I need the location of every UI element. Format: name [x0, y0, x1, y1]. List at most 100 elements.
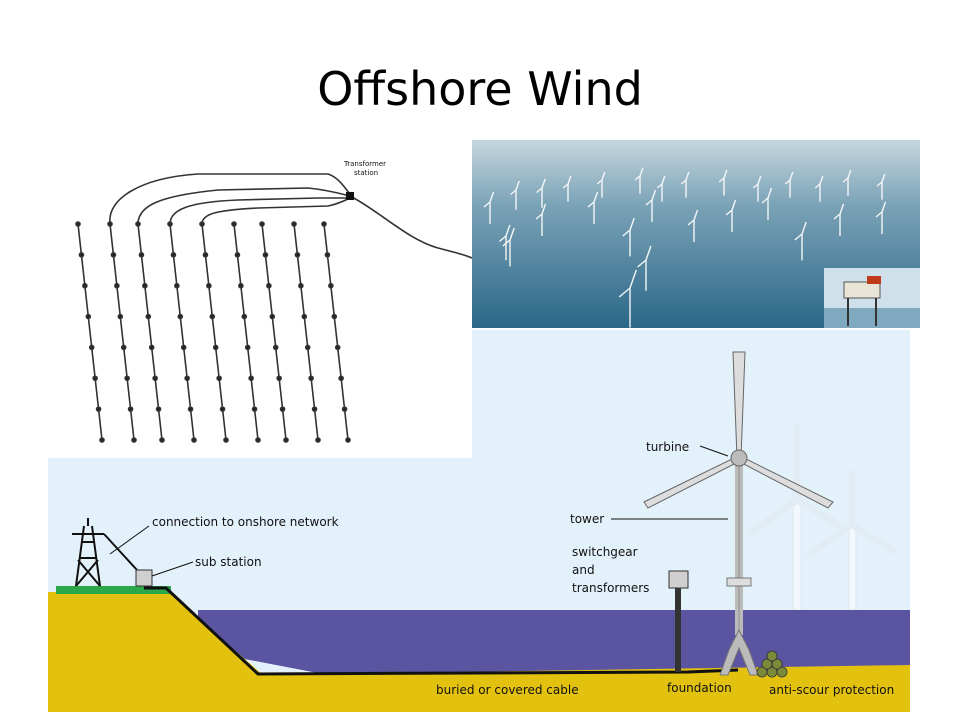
photo-turbine-blade: [515, 180, 520, 191]
turbine-node: [170, 252, 177, 258]
label-switchgear: switchgear: [572, 545, 638, 559]
photo-turbine-blade: [645, 245, 652, 261]
photo-turbine-blade: [505, 224, 511, 237]
photo-turbine-blade: [541, 178, 546, 189]
turbine-node: [251, 406, 258, 412]
turbine-node: [304, 344, 311, 351]
slide-title: Offshore Wind: [317, 62, 643, 116]
label-foundation: foundation: [667, 681, 732, 695]
photo-turbine-blade: [536, 187, 543, 194]
turbine-string: [261, 223, 287, 441]
photo-turbine-blade: [789, 171, 794, 181]
turbine-node: [294, 252, 301, 258]
photo-turbine-blade: [687, 219, 695, 226]
turbine-node: [298, 282, 304, 289]
photo-turbine-blade: [819, 175, 824, 185]
photo-turbine-blade: [731, 199, 737, 211]
turbine-node: [341, 406, 348, 412]
photo-turbines: [483, 167, 887, 328]
photo-turbine-blade: [535, 213, 543, 220]
turbine-node: [180, 344, 187, 351]
turbine-node: [283, 437, 289, 443]
sea-water: [198, 610, 910, 675]
turbine-node: [142, 282, 148, 289]
main-turbine: [643, 351, 834, 676]
turbine-node: [117, 313, 124, 320]
sub-station-box: [135, 569, 153, 587]
wind-farm-layout-diagram: Transformer station: [48, 140, 472, 458]
offshore-wind-farm-photo: [472, 140, 920, 328]
photo-turbine-blade: [483, 201, 491, 208]
turbine-node: [95, 406, 102, 412]
label-anti-scour: anti-scour protection: [769, 683, 894, 697]
turbine-node: [135, 221, 141, 227]
turbine-string: [137, 223, 163, 441]
turbine-node: [75, 221, 81, 227]
photo-turbine-blade: [875, 211, 883, 218]
turbine-node: [324, 252, 331, 258]
turbine-node: [248, 375, 254, 382]
turbine-node: [331, 313, 338, 320]
photo-turbine-blade: [801, 221, 807, 235]
turbine-node: [78, 252, 85, 258]
turbine-node: [202, 252, 209, 258]
turbine-node: [88, 344, 95, 351]
photo-turbine-blade: [498, 235, 507, 243]
photo-turbine-blade: [510, 189, 517, 196]
seabed: [48, 592, 910, 712]
turbine-node: [338, 375, 344, 382]
photo-turbine-blade: [767, 187, 773, 199]
turbine-node: [223, 437, 229, 443]
turbine-string: [323, 223, 349, 441]
photo-turbine-blade: [509, 227, 515, 241]
turbine-node: [85, 313, 92, 320]
label-transformers: transformers: [572, 581, 649, 595]
turbine-string: [109, 223, 135, 441]
photo-turbine-blade: [618, 287, 631, 298]
turbine-node: [315, 437, 321, 443]
turbine-strings: [75, 221, 351, 443]
turbine-node: [209, 313, 216, 320]
turbine-string: [233, 223, 259, 441]
photo-turbine-blade: [833, 213, 841, 220]
photo-turbine-blade: [693, 209, 699, 221]
turbine-node: [120, 344, 127, 351]
turbine-node: [308, 375, 314, 382]
turbine-node: [234, 252, 241, 258]
label-switchgear-and: and: [572, 563, 595, 577]
turbine-node: [148, 344, 155, 351]
turbine-node: [272, 344, 279, 351]
photo-turbine-blade: [752, 183, 759, 189]
anti-scour-rocks: [756, 650, 788, 678]
turbine-node: [241, 313, 248, 320]
turbine-node: [255, 437, 261, 443]
photo-turbine-blade: [637, 259, 647, 268]
photo-turbine-blade: [593, 191, 599, 203]
turbine-string: [77, 223, 103, 441]
onshore-land: [56, 586, 171, 594]
photo-turbine-blade: [761, 197, 769, 204]
turbine-node: [259, 221, 265, 227]
turbine-node: [138, 252, 145, 258]
turbine-node: [321, 221, 327, 227]
turbine-node: [114, 282, 120, 289]
turbine-node: [145, 313, 152, 320]
label-connection: connection to onshore network: [152, 515, 339, 529]
turbine-node: [328, 282, 334, 289]
photo-turbine-blade: [839, 203, 845, 215]
turbine-node: [127, 406, 134, 412]
turbine-node: [155, 406, 162, 412]
photo-turbine-blade: [629, 217, 635, 231]
photo-turbine-blade: [881, 201, 887, 213]
turbine-node: [110, 252, 117, 258]
collector-cables: [109, 173, 472, 259]
photo-turbine-blade: [629, 269, 637, 289]
turbine-node: [238, 282, 244, 289]
photo-turbine-blade: [680, 179, 687, 185]
turbine-node: [187, 406, 194, 412]
turbine-node: [159, 437, 165, 443]
photo-turbine-blade: [541, 203, 547, 215]
label-sub-station: sub station: [195, 555, 262, 569]
photo-turbine-blade: [794, 233, 803, 241]
turbine-node: [244, 344, 251, 351]
